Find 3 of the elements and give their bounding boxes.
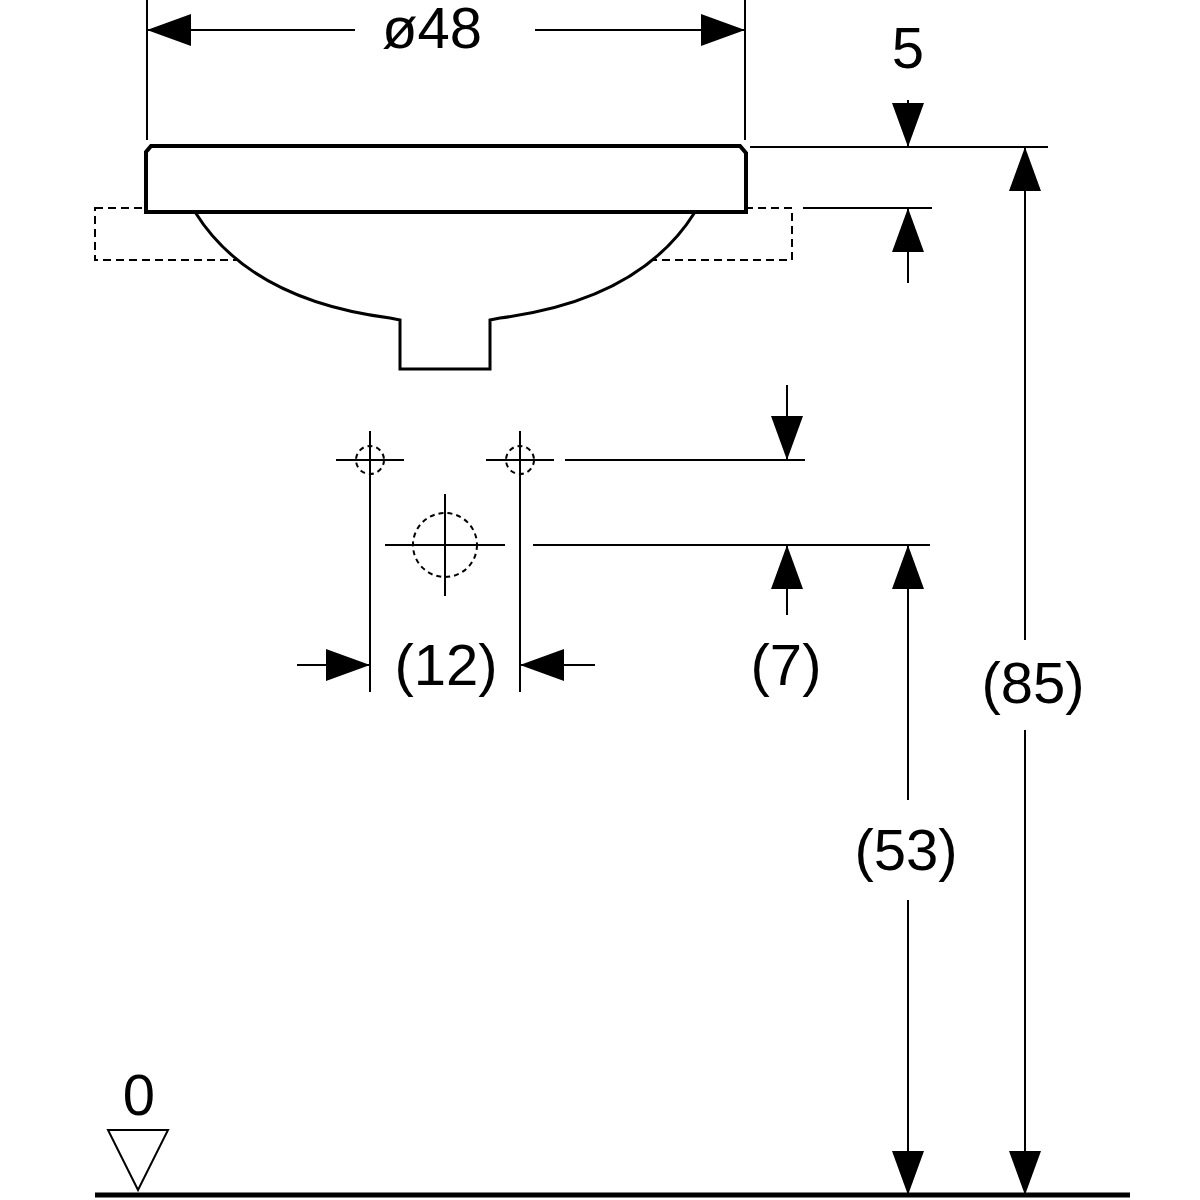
dimension-value: 5 [891,19,925,77]
dimension-value: ø48 [382,0,482,57]
dimension-value: 0 [122,1066,156,1124]
